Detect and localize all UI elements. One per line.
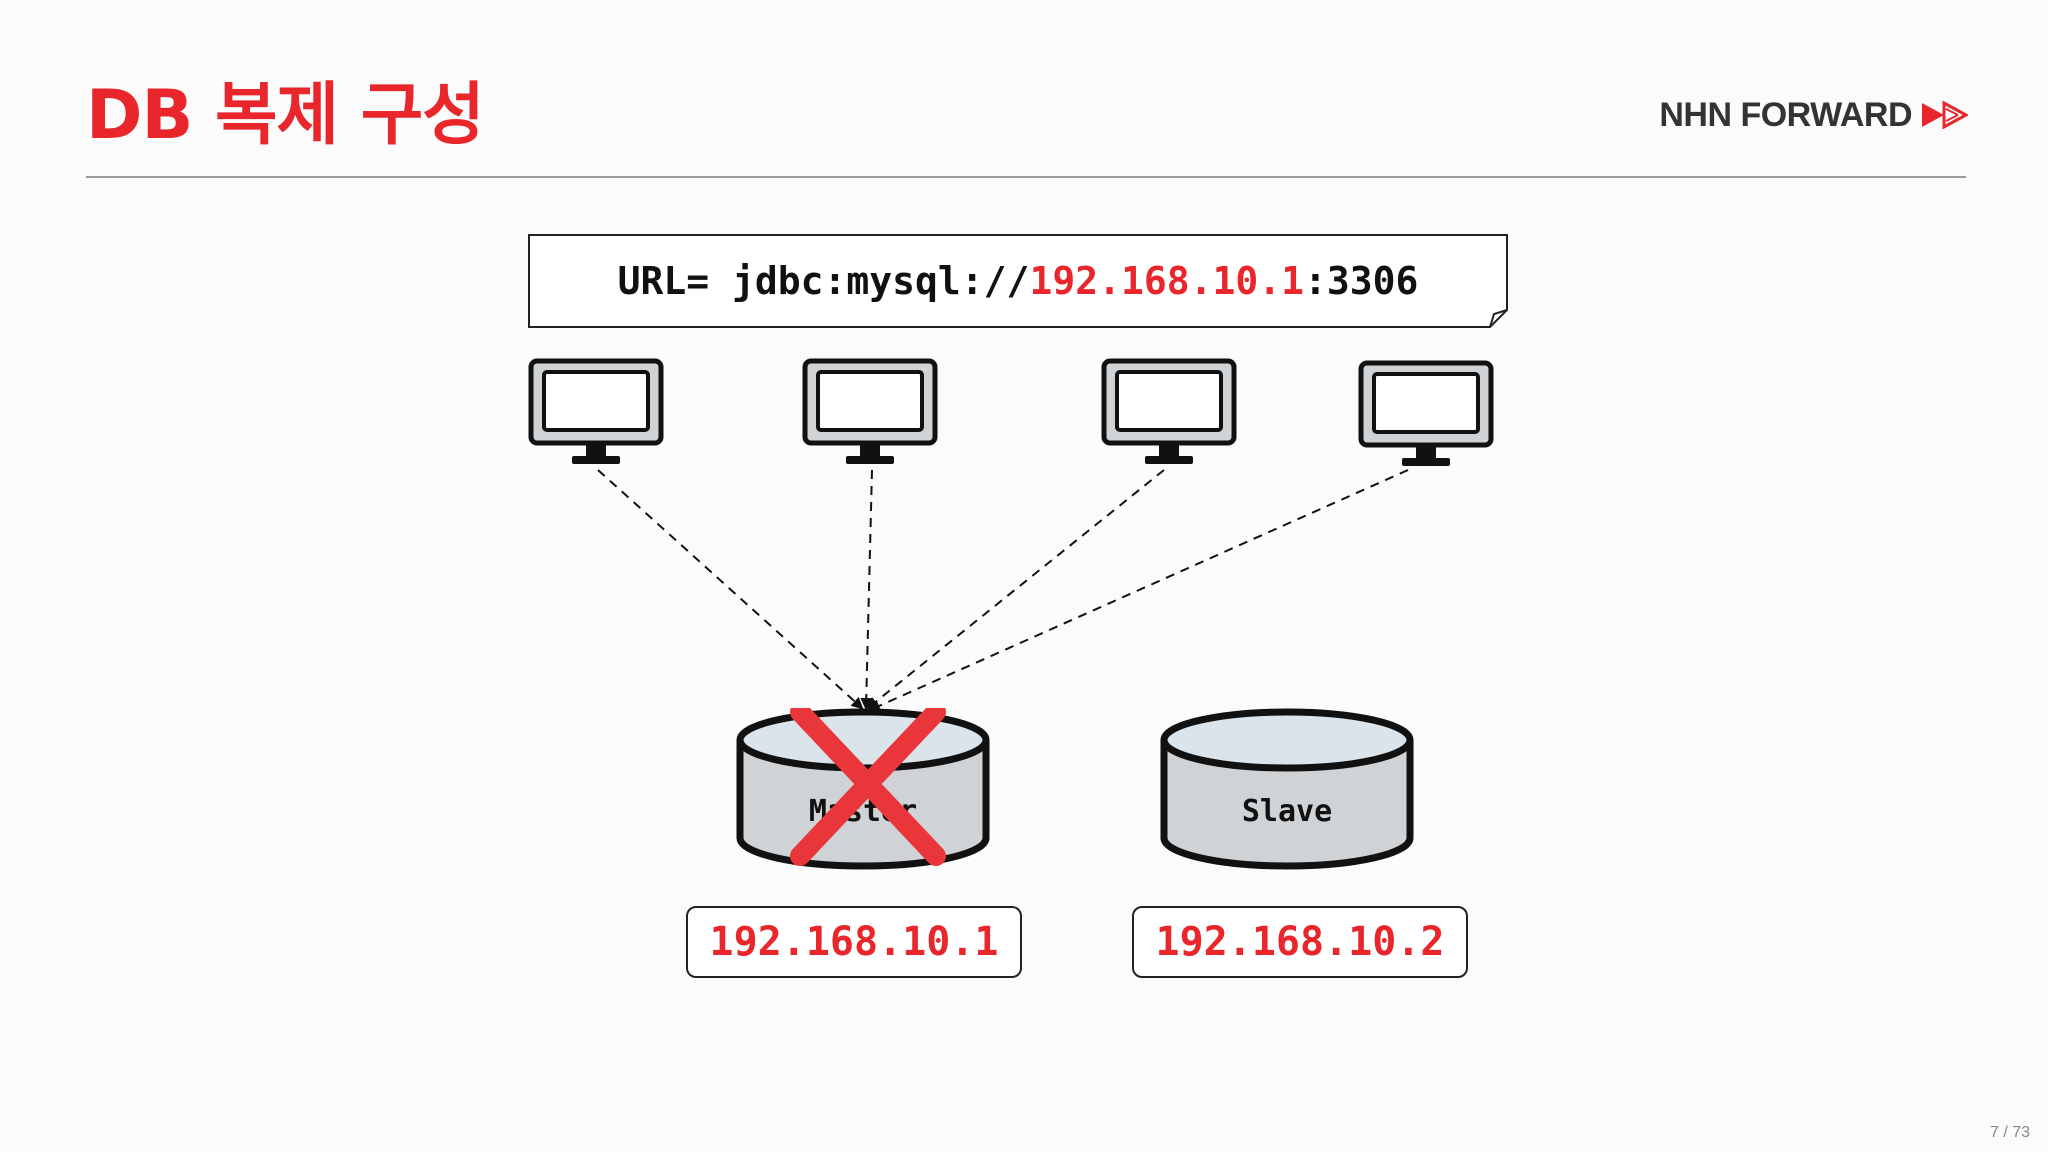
connection-line-1	[597, 469, 864, 710]
page-title: DB 복제 구성	[86, 76, 485, 155]
title-divider	[86, 176, 1966, 178]
forward-arrows-icon	[1922, 101, 1968, 129]
failure-x-icon	[790, 708, 946, 866]
url-port: :3306	[1303, 259, 1419, 303]
brand-logo: NHN FORWARD	[1659, 90, 1968, 140]
monitor-icon	[528, 358, 664, 464]
url-note: URL= jdbc:mysql://192.168.10.1:3306	[528, 234, 1508, 328]
connection-line-2	[860, 469, 873, 710]
page-number: 7 / 73	[1989, 1124, 2030, 1141]
monitor-icon	[1358, 360, 1494, 466]
slave-database: Slave	[1160, 708, 1414, 870]
slave-label: Slave	[1241, 794, 1333, 829]
brand-name: NHN FORWARD	[1659, 95, 1912, 134]
master-database: Master	[736, 708, 990, 870]
connection-line-3	[866, 469, 1165, 710]
note-shape	[528, 234, 1508, 328]
slave-ip-box: 192.168.10.2	[1132, 906, 1468, 978]
master-ip-box: 192.168.10.1	[686, 906, 1022, 978]
monitor-icon	[1101, 358, 1237, 464]
url-text: URL= jdbc:mysql://192.168.10.1:3306	[618, 259, 1419, 303]
url-prefix: URL= jdbc:mysql://	[617, 259, 1030, 303]
url-host: 192.168.10.1	[1029, 259, 1304, 303]
database-cylinder-icon	[1160, 708, 1414, 870]
connection-line-4	[868, 469, 1409, 712]
monitor-icon	[802, 358, 938, 464]
